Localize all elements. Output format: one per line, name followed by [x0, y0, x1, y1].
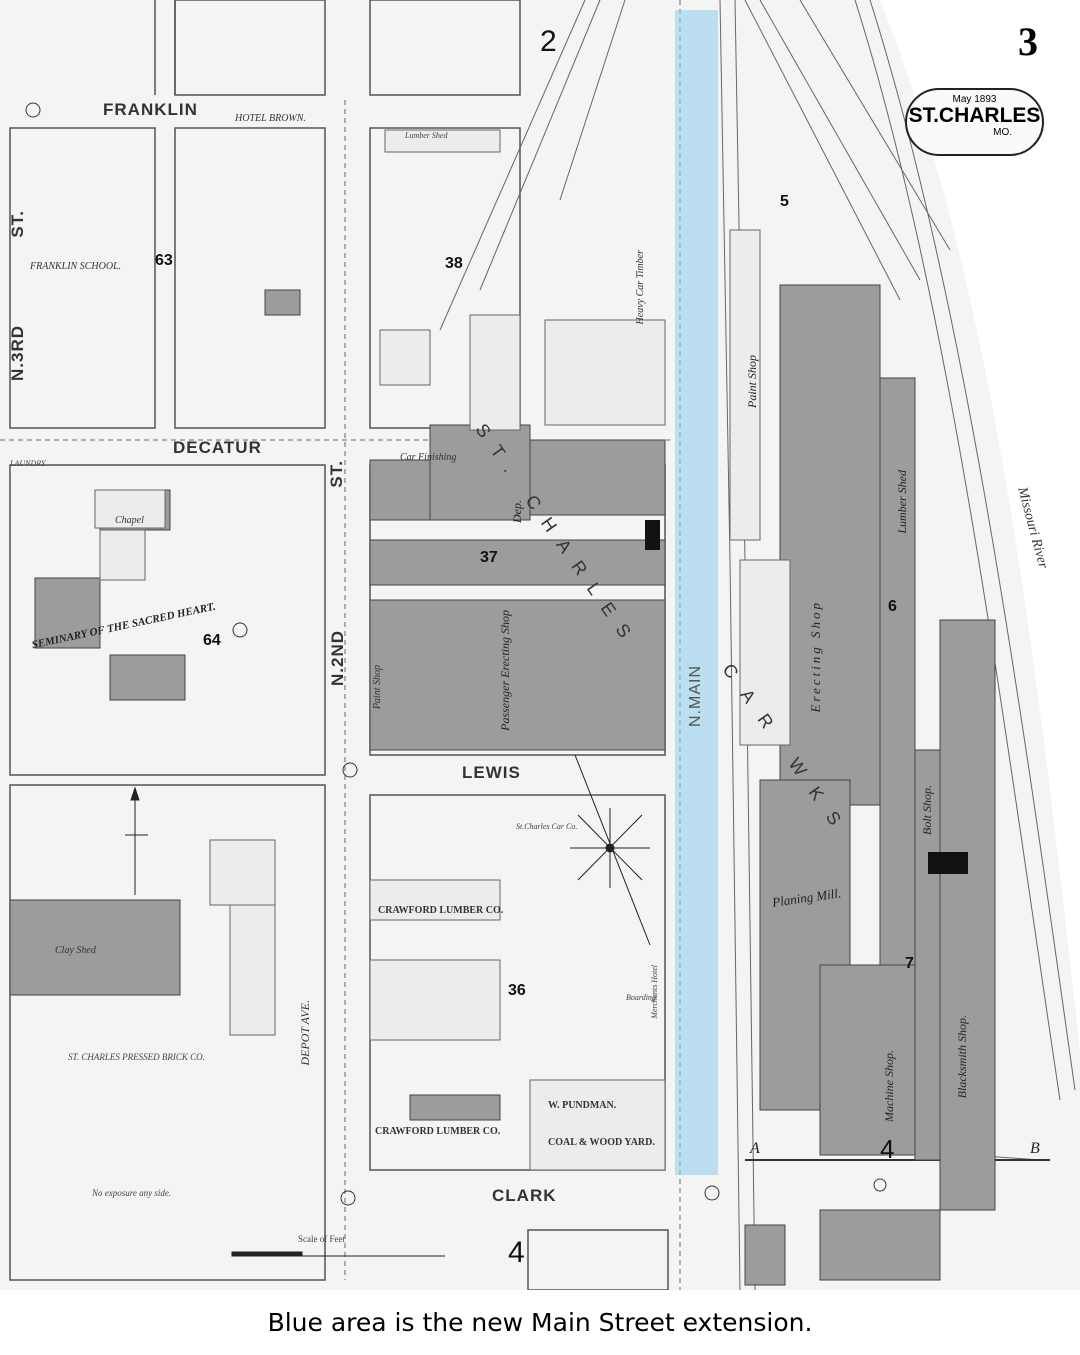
street-n2nd: N.2ND — [328, 630, 347, 687]
block-number: 38 — [445, 255, 463, 272]
label-paint-shop-right: Paint Shop — [745, 355, 759, 408]
label-franklin-school: FRANKLIN SCHOOL. — [30, 261, 122, 272]
label-hotel-brown: HOTEL BROWN. — [235, 113, 306, 124]
label-clay-shed: Clay Shed — [55, 945, 96, 956]
label-car-finishing: Car Finishing — [400, 452, 457, 463]
label-b-marker: B — [1030, 1140, 1040, 1157]
label-bolt-shop: Bolt Shop. — [920, 785, 934, 835]
label-heavy-car-timber: Heavy Car Timber — [635, 250, 646, 325]
label-pressed-brick: ST. CHARLES PRESSED BRICK CO. — [68, 1052, 205, 1062]
label-crawford-lumber-2: CRAWFORD LUMBER CO. — [375, 1126, 501, 1137]
badge-state: MO. — [993, 127, 1012, 138]
label-lumber-shed: Lumber Shed — [405, 131, 448, 140]
street-lewis: LEWIS — [462, 763, 521, 782]
block-number: 6 — [888, 598, 897, 615]
label-blacksmith-shop: Blacksmith Shop. — [955, 1015, 969, 1099]
block-number: 5 — [780, 193, 789, 210]
map-linework — [0, 0, 1080, 1290]
city-badge: May 1893 ST.CHARLES MO. — [905, 88, 1044, 156]
street-franklin: FRANKLIN — [103, 100, 198, 119]
label-passenger-shop: Passenger Erecting Shop — [498, 610, 512, 731]
label-machine-shop: Machine Shop. — [882, 1050, 896, 1122]
badge-city: ST.CHARLES — [908, 104, 1041, 127]
street-st-mid: ST. — [327, 460, 346, 488]
block-number: 4 — [880, 1134, 895, 1164]
sheet-number: 3 — [1018, 19, 1038, 64]
label-paint-shop: Paint Shop — [372, 665, 383, 710]
street-decatur: DECATUR — [173, 438, 262, 457]
label-erecting-shop: Erecting Shop — [808, 600, 823, 713]
label-lumber-shed-right: Lumber Shed — [895, 470, 909, 534]
block-number: 4 — [508, 1236, 525, 1269]
sanborn-map: 3 May 1893 ST.CHARLES MO. FRANKLIN DECAT… — [0, 0, 1080, 1290]
street-n-main: N.MAIN — [687, 665, 704, 727]
label-dep: Dep. — [510, 500, 524, 523]
caption: Blue area is the new Main Street extensi… — [0, 1290, 1080, 1355]
label-a-marker: A — [750, 1140, 760, 1157]
label-chapel: Chapel — [115, 515, 144, 526]
block-number: 37 — [480, 549, 498, 566]
label-crawford-lumber: CRAWFORD LUMBER CO. — [378, 905, 504, 916]
block-number: 7 — [905, 955, 914, 972]
street-n3rd: N.3RD — [8, 325, 27, 382]
label-coal-wood-yard: COAL & WOOD YARD. — [548, 1137, 655, 1148]
label-w-pundman: W. PUNDMAN. — [548, 1100, 617, 1111]
street-clark: CLARK — [492, 1186, 557, 1205]
street-depot-ave: DEPOT AVE. — [298, 1000, 312, 1066]
label-merchants-hotel: Merchants Hotel — [650, 965, 659, 1019]
block-number: 2 — [540, 25, 557, 58]
label-laundry: LAUNDRY — [10, 459, 46, 468]
street-st-left: ST. — [8, 210, 27, 238]
main-street-extension-highlight — [675, 10, 718, 1175]
label-boarding: Boarding — [626, 993, 656, 1002]
block-number: 64 — [203, 632, 221, 649]
label-scale: Scale of Feet — [298, 1234, 345, 1244]
label-no-exposure: No exposure any side. — [92, 1188, 172, 1198]
block-number: 36 — [508, 982, 526, 999]
label-car-co: St.Charles Car Co. — [516, 822, 578, 831]
badge-date: May 1893 — [952, 94, 997, 105]
block-number: 63 — [155, 252, 173, 269]
